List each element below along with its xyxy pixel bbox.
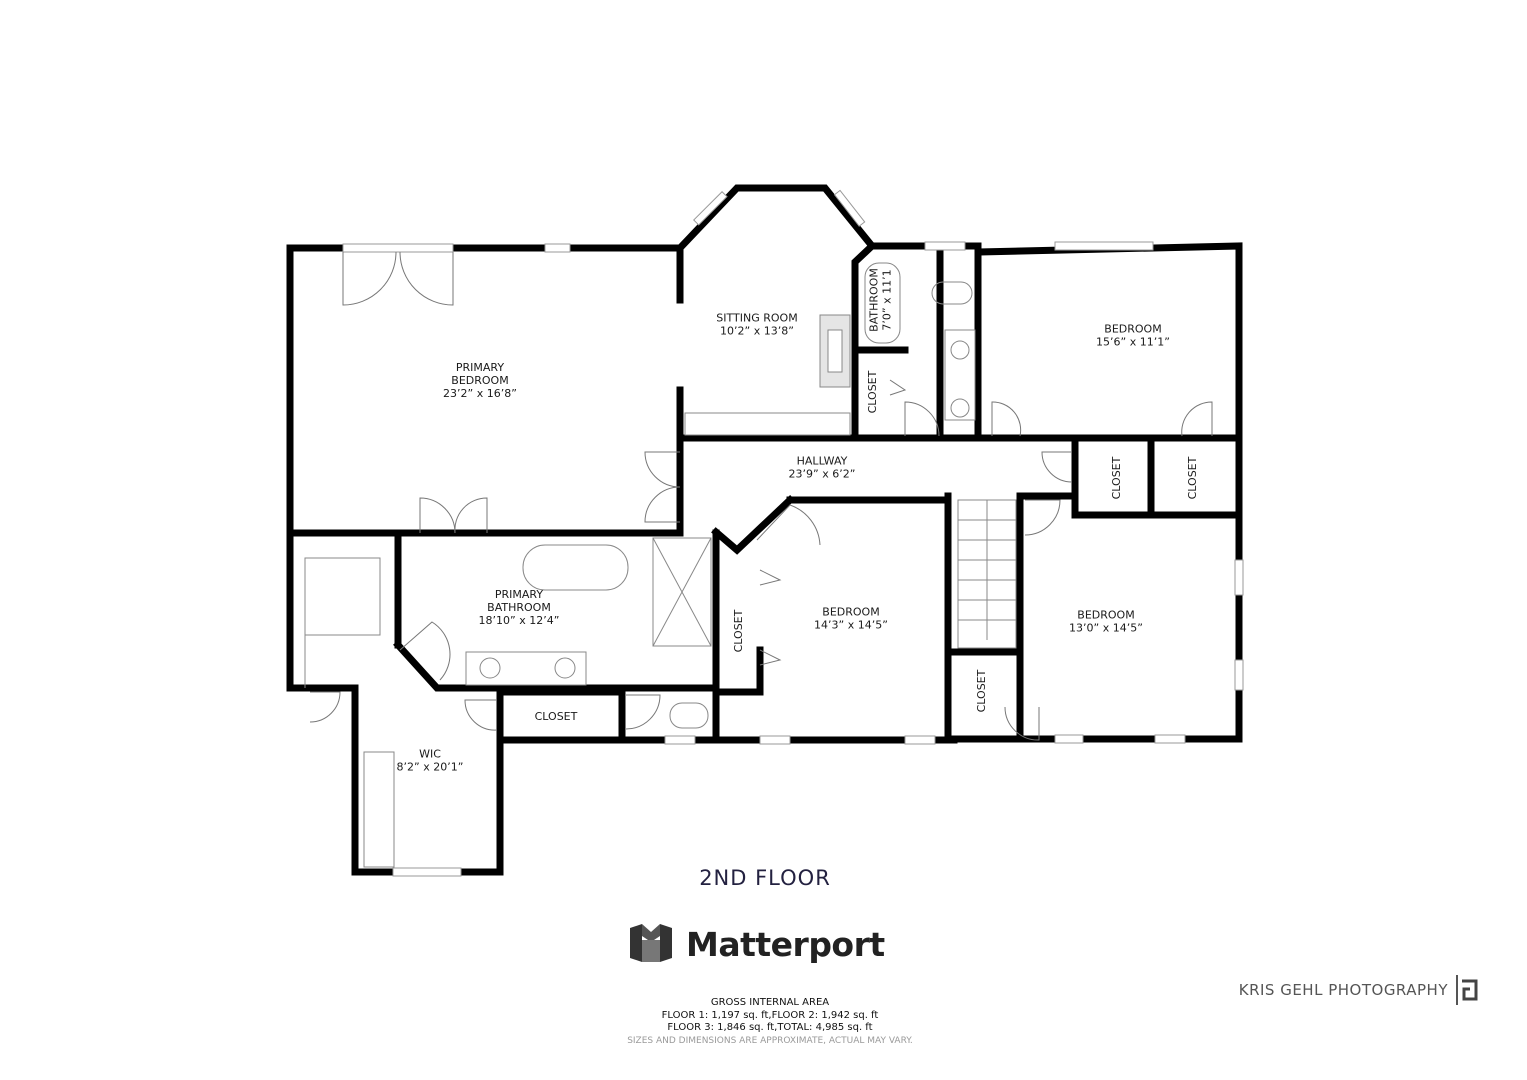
room-closet-d: CLOSET [535,710,578,723]
room-dimensions: 13’0” x 14’5” [1069,622,1143,635]
room-name: CLOSET [1186,456,1199,499]
room-dimensions: 10’2” x 13’8” [720,325,794,338]
room-name: WIC [419,748,441,761]
area-line-1: FLOOR 1: 1,197 sq. ft,FLOOR 2: 1,942 sq.… [661,1009,879,1021]
area-note: SIZES AND DIMENSIONS ARE APPROXIMATE, AC… [627,1035,913,1046]
room-dimensions: 7’0” x 11’1 [881,269,894,330]
kg-monogram-icon [1456,975,1478,1005]
brand: Matterport [628,920,885,968]
room-closet-e: CLOSET [732,609,745,652]
room-dimensions: 23’2” x 16’8” [443,387,517,400]
windows [342,189,1244,877]
room-closet-a: CLOSET [866,370,879,413]
fixtures [304,262,1017,868]
room-name: BEDROOM [451,374,508,387]
room-dimensions: 14’3” x 14’5” [814,619,888,632]
room-name: BEDROOM [822,606,879,619]
matterport-logo-icon [630,924,672,962]
room-name: CLOSET [975,669,988,712]
room-dimensions: 23’9” x 6’2” [789,468,856,481]
room-name: PRIMARY [495,588,543,601]
room-name: CLOSET [1110,456,1123,499]
room-dimensions: 15’6” x 11’1” [1096,336,1170,349]
room-name: CLOSET [866,370,879,413]
photographer-name: KRIS GEHL PHOTOGRAPHY [1238,981,1448,999]
doors [309,251,1213,741]
floor-title: 2ND FLOOR [699,866,831,890]
room-closet-b: CLOSET [1110,456,1123,499]
room-name: PRIMARY [456,361,504,374]
room-closet-c: CLOSET [1186,456,1199,499]
walls [286,184,1243,876]
area-heading: GROSS INTERNAL AREA [710,997,830,1008]
room-dimensions: 18’10” x 12’4” [479,614,560,627]
room-name: BATHROOM [868,268,881,332]
room-name: BEDROOM [1077,609,1134,622]
room-name: BATHROOM [487,601,551,614]
room-name: HALLWAY [797,455,848,468]
room-name: SITTING ROOM [716,312,797,325]
room-name: BEDROOM [1104,323,1161,336]
area-line-2: FLOOR 3: 1,846 sq. ft,TOTAL: 4,985 sq. f… [667,1022,873,1033]
room-name: CLOSET [535,710,578,723]
room-dimensions: 8’2” x 20’1” [397,761,464,774]
brand-name: Matterport [686,924,885,964]
photographer-mark: KRIS GEHL PHOTOGRAPHY [1160,960,1480,1020]
room-name: CLOSET [732,609,745,652]
gross-area-block: GROSS INTERNAL AREA FLOOR 1: 1,197 sq. f… [560,997,980,1047]
room-closet-f: CLOSET [975,669,988,712]
